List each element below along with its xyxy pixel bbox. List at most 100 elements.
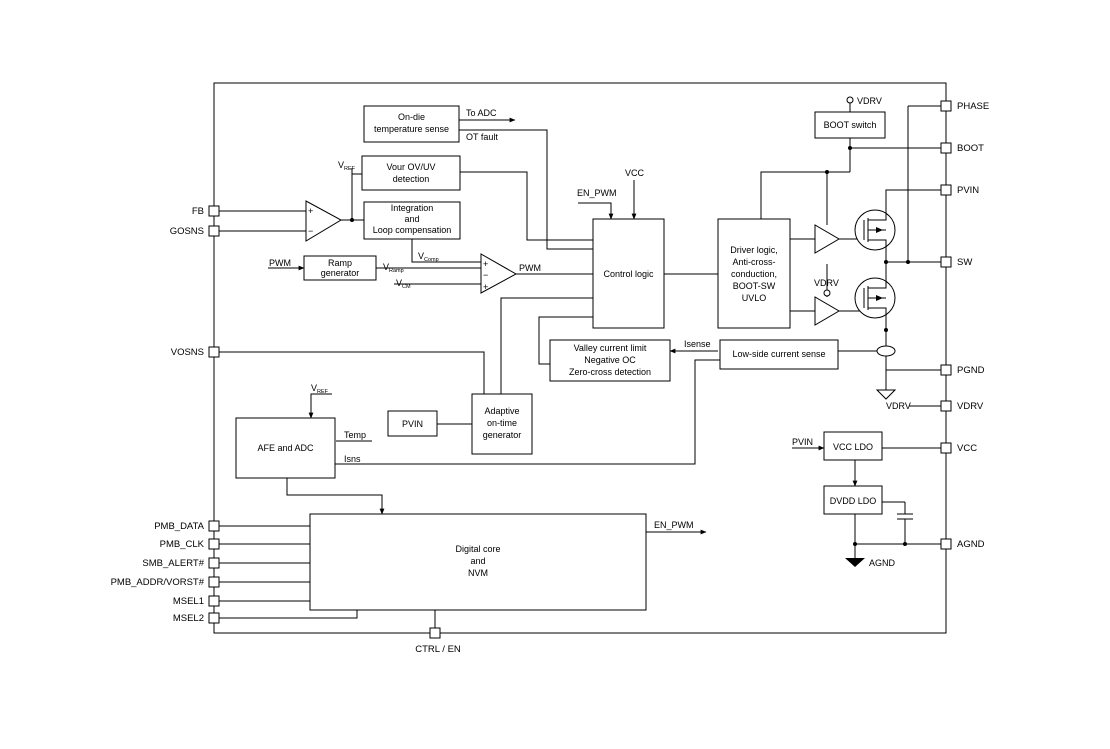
label-vdrv-mid: VDRV — [814, 278, 839, 288]
pin-boot — [940, 142, 952, 154]
label-boot: BOOT — [957, 143, 984, 154]
pin-agnd — [940, 538, 952, 550]
boot-switch-label: BOOT switch — [824, 120, 877, 130]
temp-sense-line2: temperature sense — [374, 124, 449, 134]
block-control-logic: Control logic — [592, 218, 665, 329]
block-vcc-ldo: VCC LDO — [823, 431, 883, 461]
pvin-box-label: PVIN — [402, 419, 423, 429]
temp-sense-line1: On-die — [398, 112, 425, 122]
label-vref: VREF — [338, 160, 356, 172]
label-vdrv-gnd: VDRV — [886, 401, 911, 411]
block-temp-sense: On-die temperature sense — [363, 105, 460, 143]
digital-line3: NVM — [468, 568, 488, 578]
wires — [219, 103, 946, 628]
block-valley: Valley current limit Negative OC Zero-cr… — [549, 339, 671, 382]
ramp-line2: generator — [321, 268, 360, 278]
block-driver-logic: Driver logic, Anti-cross- conduction, BO… — [717, 218, 791, 329]
vcc-ldo-label: VCC LDO — [833, 442, 873, 452]
pwm-comparator: + − + — [480, 253, 518, 294]
valley-line1: Valley current limit — [574, 343, 647, 353]
label-pgnd: PGND — [957, 365, 985, 376]
driver-line1: Driver logic, — [730, 245, 778, 255]
pin-gosns — [208, 225, 220, 237]
control-logic-label: Control logic — [603, 269, 654, 279]
label-agnd-sym: AGND — [869, 558, 896, 568]
left-pins — [208, 205, 220, 624]
driver-line2: Anti-cross- — [732, 257, 775, 267]
block-adaptive-on-time: Adaptive on-time generator — [471, 393, 533, 455]
valley-line3: Zero-cross detection — [569, 367, 651, 377]
label-gosns: GOSNS — [170, 226, 204, 237]
label-vref2: VREF — [311, 383, 329, 395]
vout-ovuv-line2: detection — [393, 174, 430, 184]
ramp-line1: Ramp — [328, 258, 352, 268]
block-afe-adc: AFE and ADC — [235, 417, 336, 479]
pin-smb-alert — [208, 557, 220, 569]
pin-ctrl-en — [429, 627, 441, 639]
vout-ovuv-line1: Vour OV/UV — [386, 162, 435, 172]
pin-pmb-data — [208, 520, 220, 532]
afe-label: AFE and ADC — [257, 443, 314, 453]
pin-msel1 — [208, 595, 220, 607]
pin-pvin — [940, 184, 952, 196]
label-msel1: MSEL1 — [173, 596, 204, 607]
label-ctrl-en: CTRL / EN — [415, 644, 461, 655]
pin-msel2 — [208, 612, 220, 624]
error-amp-minus: − — [308, 226, 313, 236]
error-amp-plus: + — [308, 206, 313, 216]
label-vcm: VCM — [396, 278, 411, 290]
adaptive-line1: Adaptive — [484, 406, 519, 416]
error-amplifier: + − — [305, 200, 343, 242]
signal-labels: To ADC OT fault VREF VCC EN_PWM PWM VRam… — [269, 96, 911, 568]
label-pmb-addr: PMB_ADDR/VORST# — [111, 577, 205, 588]
label-pmb-data: PMB_DATA — [154, 521, 204, 532]
pin-pgnd — [940, 364, 952, 376]
pin-vcc — [940, 442, 952, 454]
label-vramp: VRamp — [383, 262, 404, 274]
label-pmb-clk: PMB_CLK — [160, 539, 205, 550]
block-dvdd-ldo: DVDD LDO — [823, 485, 883, 515]
label-en-pwm-in: EN_PWM — [577, 188, 617, 198]
block-digital-core: Digital core and NVM — [309, 513, 647, 611]
adaptive-line3: generator — [483, 430, 522, 440]
label-vdrv-top: VDRV — [857, 96, 882, 106]
driver-line4: BOOT-SW — [733, 281, 776, 291]
label-smb-alert: SMB_ALERT# — [142, 558, 204, 569]
pin-vosns — [208, 346, 220, 358]
driver-line3: conduction, — [731, 269, 777, 279]
pin-sw — [940, 256, 952, 268]
label-vcc: VCC — [957, 443, 977, 454]
integration-line3: Loop compensation — [373, 225, 452, 235]
block-pvin: PVIN — [387, 410, 438, 437]
block-low-side-sense: Low-side current sense — [719, 339, 839, 370]
label-en-pwm-out: EN_PWM — [654, 520, 694, 530]
label-vdrv: VDRV — [957, 401, 984, 412]
pin-vdrv — [940, 400, 952, 412]
pwm-comp-plus: + — [483, 259, 488, 269]
high-side-gate-driver — [814, 224, 840, 254]
low-side-label: Low-side current sense — [732, 349, 825, 359]
pin-pmb-clk — [208, 538, 220, 550]
label-sw: SW — [957, 257, 972, 268]
label-phase: PHASE — [957, 101, 989, 112]
pin-pmb-addr — [208, 576, 220, 588]
right-pins — [940, 100, 952, 550]
adaptive-line2: on-time — [487, 418, 517, 428]
block-integration: Integration and Loop compensation — [363, 201, 461, 240]
label-vcomp: VComp — [418, 251, 439, 263]
pwm-comp-minus: − — [483, 270, 488, 280]
label-msel2: MSEL2 — [173, 613, 204, 624]
digital-line2: and — [470, 556, 485, 566]
label-pvin: PVIN — [957, 185, 979, 196]
vdrv-top-supply — [846, 96, 854, 104]
integration-line2: and — [404, 214, 419, 224]
block-ramp-generator: Ramp generator — [303, 255, 377, 281]
agnd-ground-symbol — [845, 558, 865, 567]
label-vosns: VOSNS — [171, 347, 204, 358]
label-isense: Isense — [684, 339, 711, 349]
label-pvin-ldo: PVIN — [792, 437, 813, 447]
label-fb: FB — [192, 206, 204, 217]
junctions — [350, 146, 910, 546]
label-to-adc: To ADC — [466, 108, 497, 118]
